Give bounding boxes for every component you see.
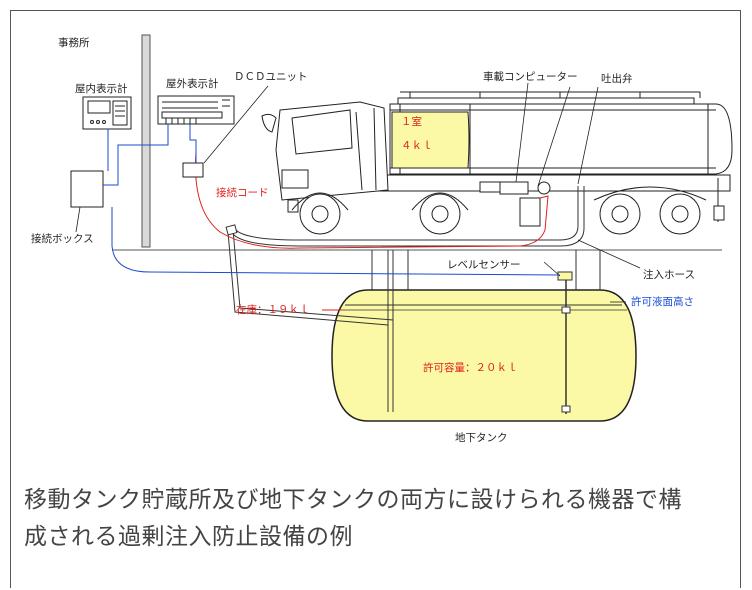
signal-wiring: [103, 124, 561, 276]
leader-lines: [75, 82, 641, 303]
fill-pipe: [227, 231, 389, 326]
junction-box: [70, 170, 104, 208]
caption-line-1: 移動タンク貯蔵所及び地下タンクの両方に設けられる機器で構: [24, 487, 682, 513]
onboard-computer-label: 車載コンピューター: [483, 70, 578, 83]
office-wall: [141, 34, 151, 248]
tank-truck: [232, 91, 733, 247]
office-label: 事務所: [58, 36, 90, 49]
wheel-mid: [419, 193, 461, 235]
onboard-computer: [499, 181, 529, 195]
discharge-valve-label: 吐出弁: [601, 72, 633, 85]
underground-tank: [322, 250, 637, 422]
compartment-capacity-label: ４ｋｌ: [401, 140, 433, 152]
indoor-display: [82, 96, 132, 130]
compartment-1-label: １室: [401, 115, 422, 128]
wheel-rear-2: [659, 193, 701, 235]
connection-cord-label: 接続コード: [216, 186, 269, 199]
connection-cord: [195, 151, 549, 249]
wheel-rear-1: [599, 193, 641, 235]
underground-tank-body: [331, 289, 637, 422]
outdoor-display: [157, 95, 235, 125]
overfill-prevention-diagram: 事務所 屋内表示計 屋外表示計 ＤＣＤユニット 車載コンピューター 吐出弁 １室…: [31, 34, 733, 444]
level-sensor-head: [557, 271, 573, 281]
stock-label: 在庫：１９ｋｌ: [236, 303, 310, 316]
junction-box-label: 接続ボックス: [31, 232, 94, 245]
indoor-display-label: 屋内表示計: [75, 82, 128, 95]
figure-caption: 移動タンク貯蔵所及び地下タンクの両方に設けられる機器で構 成される過剰注入防止設…: [24, 482, 736, 556]
truck-fill-hose: [235, 186, 579, 241]
dcd-unit-label: ＤＣＤユニット: [234, 71, 308, 83]
permitted-capacity-label: 許可容量：２０ｋｌ: [423, 361, 518, 374]
permitted-level-label: 許可液面高さ: [631, 295, 694, 308]
underground-tank-label: 地下タンク: [455, 431, 508, 444]
level-sensor-label: レベルセンサー: [447, 259, 521, 271]
outdoor-display-label: 屋外表示計: [166, 77, 219, 90]
wheel-front: [299, 193, 341, 235]
dcd-unit: [182, 162, 204, 178]
compartment-1: [391, 111, 470, 169]
caption-line-2: 成される過剰注入防止設備の例: [24, 524, 353, 550]
fill-hose-label: 注入ホース: [643, 268, 695, 281]
truck-tank: [389, 103, 733, 175]
